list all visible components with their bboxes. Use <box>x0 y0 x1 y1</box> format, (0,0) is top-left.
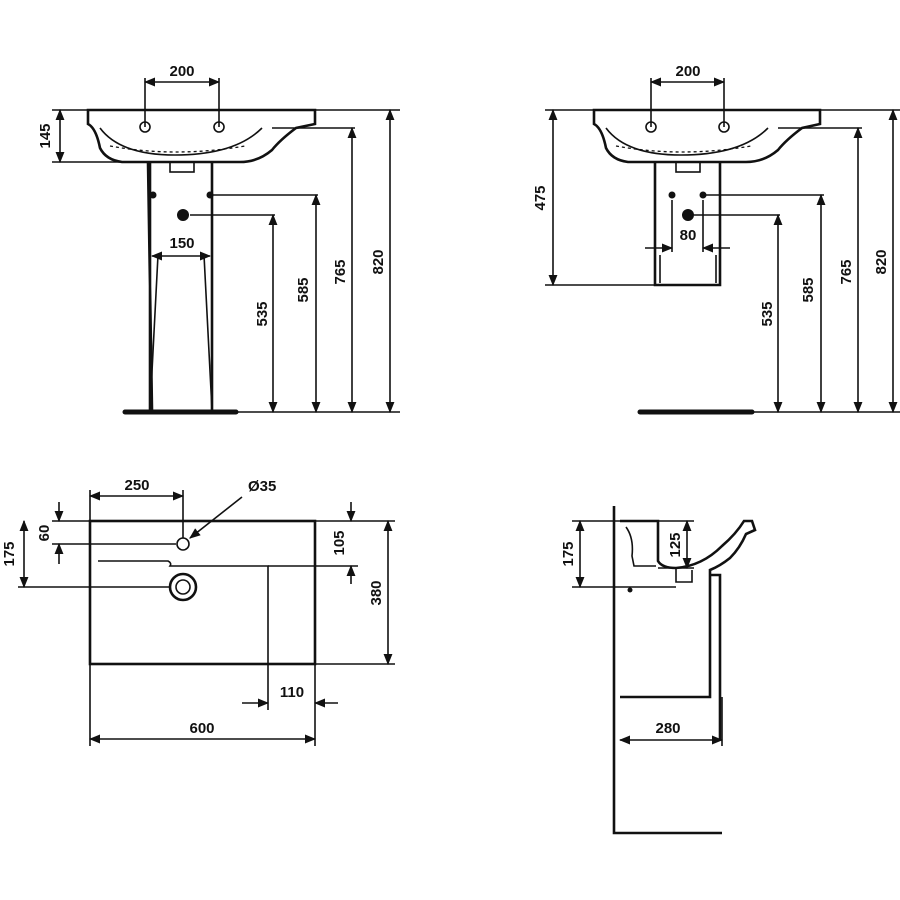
dim-tap-spacing: 200 <box>675 63 700 80</box>
overflow-dash <box>615 145 752 153</box>
basin-bowl <box>605 127 769 156</box>
front-pedestal-view: 200 145 150 535 585 765 820 <box>37 63 400 415</box>
plan-view: 250 Ø35 60 175 105 380 110 600 <box>1 477 395 746</box>
dim-height-535: 535 <box>759 301 776 326</box>
dim-height-585: 585 <box>295 277 312 302</box>
dim-height-820: 820 <box>370 249 387 274</box>
dim-side-depth: 280 <box>655 720 680 737</box>
dim-inner-height: 125 <box>667 532 684 557</box>
overflow-dash <box>109 145 246 153</box>
waste-outer <box>168 572 198 602</box>
dim-total-depth: 380 <box>368 580 385 605</box>
bowl-rim <box>98 560 269 664</box>
dim-waste-depth: 175 <box>1 541 18 566</box>
dim-height-475: 475 <box>532 185 549 210</box>
dim-pedestal-width: 150 <box>169 235 194 252</box>
dim-hole-diameter: Ø35 <box>248 478 276 495</box>
semi-pedestal <box>653 162 722 287</box>
semi-pedestal-side <box>710 573 722 740</box>
dim-height-765: 765 <box>332 259 349 284</box>
wall-and-shroud <box>612 506 722 835</box>
supply-dot-left <box>149 191 157 199</box>
front-semipedestal-view: 200 475 80 535 585 765 820 <box>532 63 900 415</box>
dim-side-height: 175 <box>560 541 577 566</box>
side-view: 175 125 280 <box>560 506 757 835</box>
pedestal <box>146 161 214 411</box>
dim-tap-spacing: 200 <box>169 63 194 80</box>
basin-outline <box>592 108 822 164</box>
semi-pedestal-inner <box>659 255 717 283</box>
dim-right-depth: 105 <box>331 530 348 555</box>
basin-plan-outline <box>88 519 317 666</box>
pedestal-inner <box>149 254 213 411</box>
dim-height-820: 820 <box>873 249 890 274</box>
dim-width: 600 <box>189 720 214 737</box>
waste-dot <box>682 209 694 221</box>
waste-outlet <box>675 161 701 173</box>
dim-height-585: 585 <box>800 277 817 302</box>
waste-inner <box>175 579 191 595</box>
basin-outline <box>86 108 317 164</box>
tap-hole <box>176 537 190 551</box>
fixing-dot <box>627 587 633 593</box>
waste-dot <box>177 209 189 221</box>
dim-shroud-width: 80 <box>680 227 697 244</box>
dim-right-offset: 110 <box>280 684 304 701</box>
dim-basin-height: 145 <box>37 123 54 148</box>
dim-tap-offset: 250 <box>124 477 149 494</box>
dim-height-765: 765 <box>838 259 855 284</box>
supply-dot-left <box>668 191 676 199</box>
dim-height-535: 535 <box>254 301 271 326</box>
waste-outlet <box>169 161 195 173</box>
trap-detail <box>625 526 693 583</box>
dim-tap-depth: 60 <box>36 525 53 542</box>
basin-bowl <box>99 127 263 156</box>
